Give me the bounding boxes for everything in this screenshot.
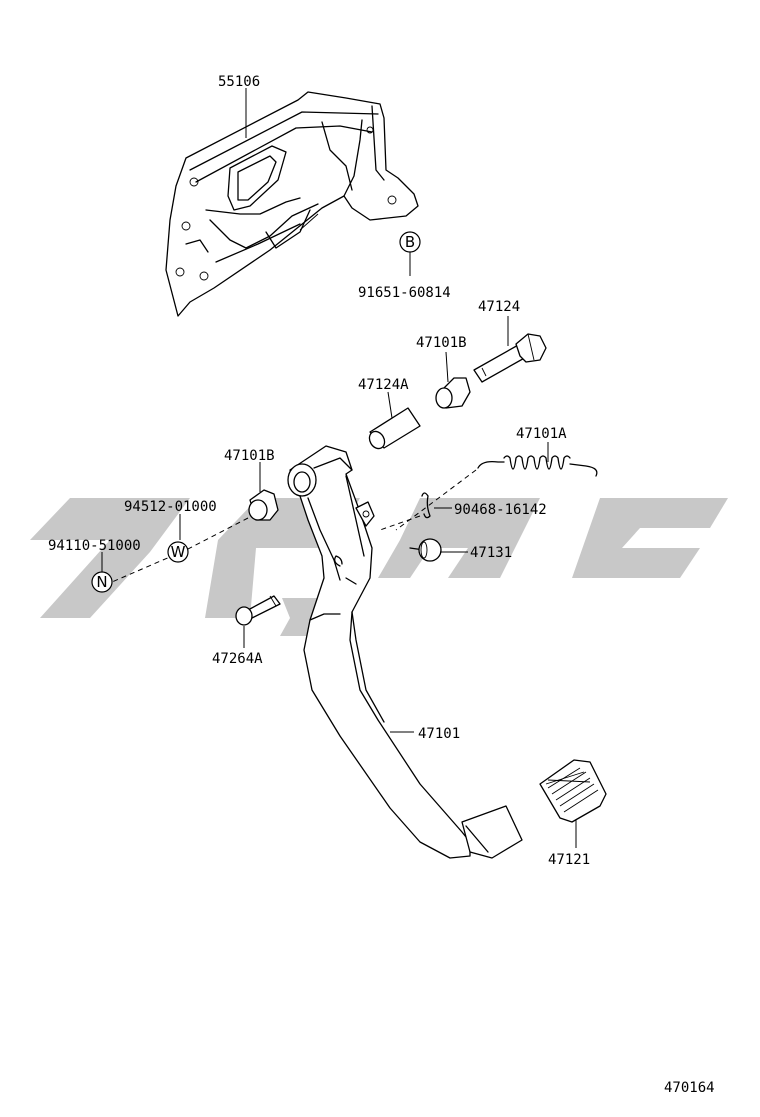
stopper-part — [409, 538, 442, 562]
label-pedal-pad: 47121 — [548, 852, 590, 868]
marker-w-text: W — [171, 543, 186, 561]
collar-part — [368, 407, 421, 450]
marker-b: B — [399, 231, 421, 253]
pedal-pad-part — [539, 759, 607, 823]
label-bracket: 55106 — [218, 74, 260, 90]
label-washer: 94512-01000 — [124, 499, 217, 515]
bushing-top-part — [435, 377, 471, 409]
drawing-code: 470164 — [664, 1080, 715, 1096]
label-pin: 47264A — [212, 651, 263, 667]
label-pedal-arm: 47101 — [418, 726, 460, 742]
label-stopper: 47131 — [470, 545, 512, 561]
pin-part — [235, 595, 281, 626]
marker-b-text: B — [405, 233, 415, 251]
watermark-logo — [30, 498, 728, 636]
label-bushing-left: 47101B — [224, 448, 275, 464]
marker-w: W — [167, 541, 189, 563]
leader-lines — [101, 88, 577, 848]
label-bolt-b: 91651-60814 — [358, 285, 451, 301]
marker-n-text: N — [96, 573, 107, 591]
label-bushing-top: 47101B — [416, 335, 467, 351]
label-clip: 90468-16142 — [454, 502, 547, 518]
label-spring: 47101A — [516, 426, 567, 442]
marker-n: N — [91, 571, 113, 593]
label-bolt: 47124 — [478, 299, 520, 315]
clip-part — [379, 492, 431, 531]
bolt-part — [473, 333, 547, 383]
label-nut: 94110-51000 — [48, 538, 141, 554]
pedal-arm-part — [287, 445, 523, 859]
label-collar: 47124A — [358, 377, 409, 393]
bracket-part — [165, 91, 419, 317]
bushing-left-part — [248, 489, 279, 521]
